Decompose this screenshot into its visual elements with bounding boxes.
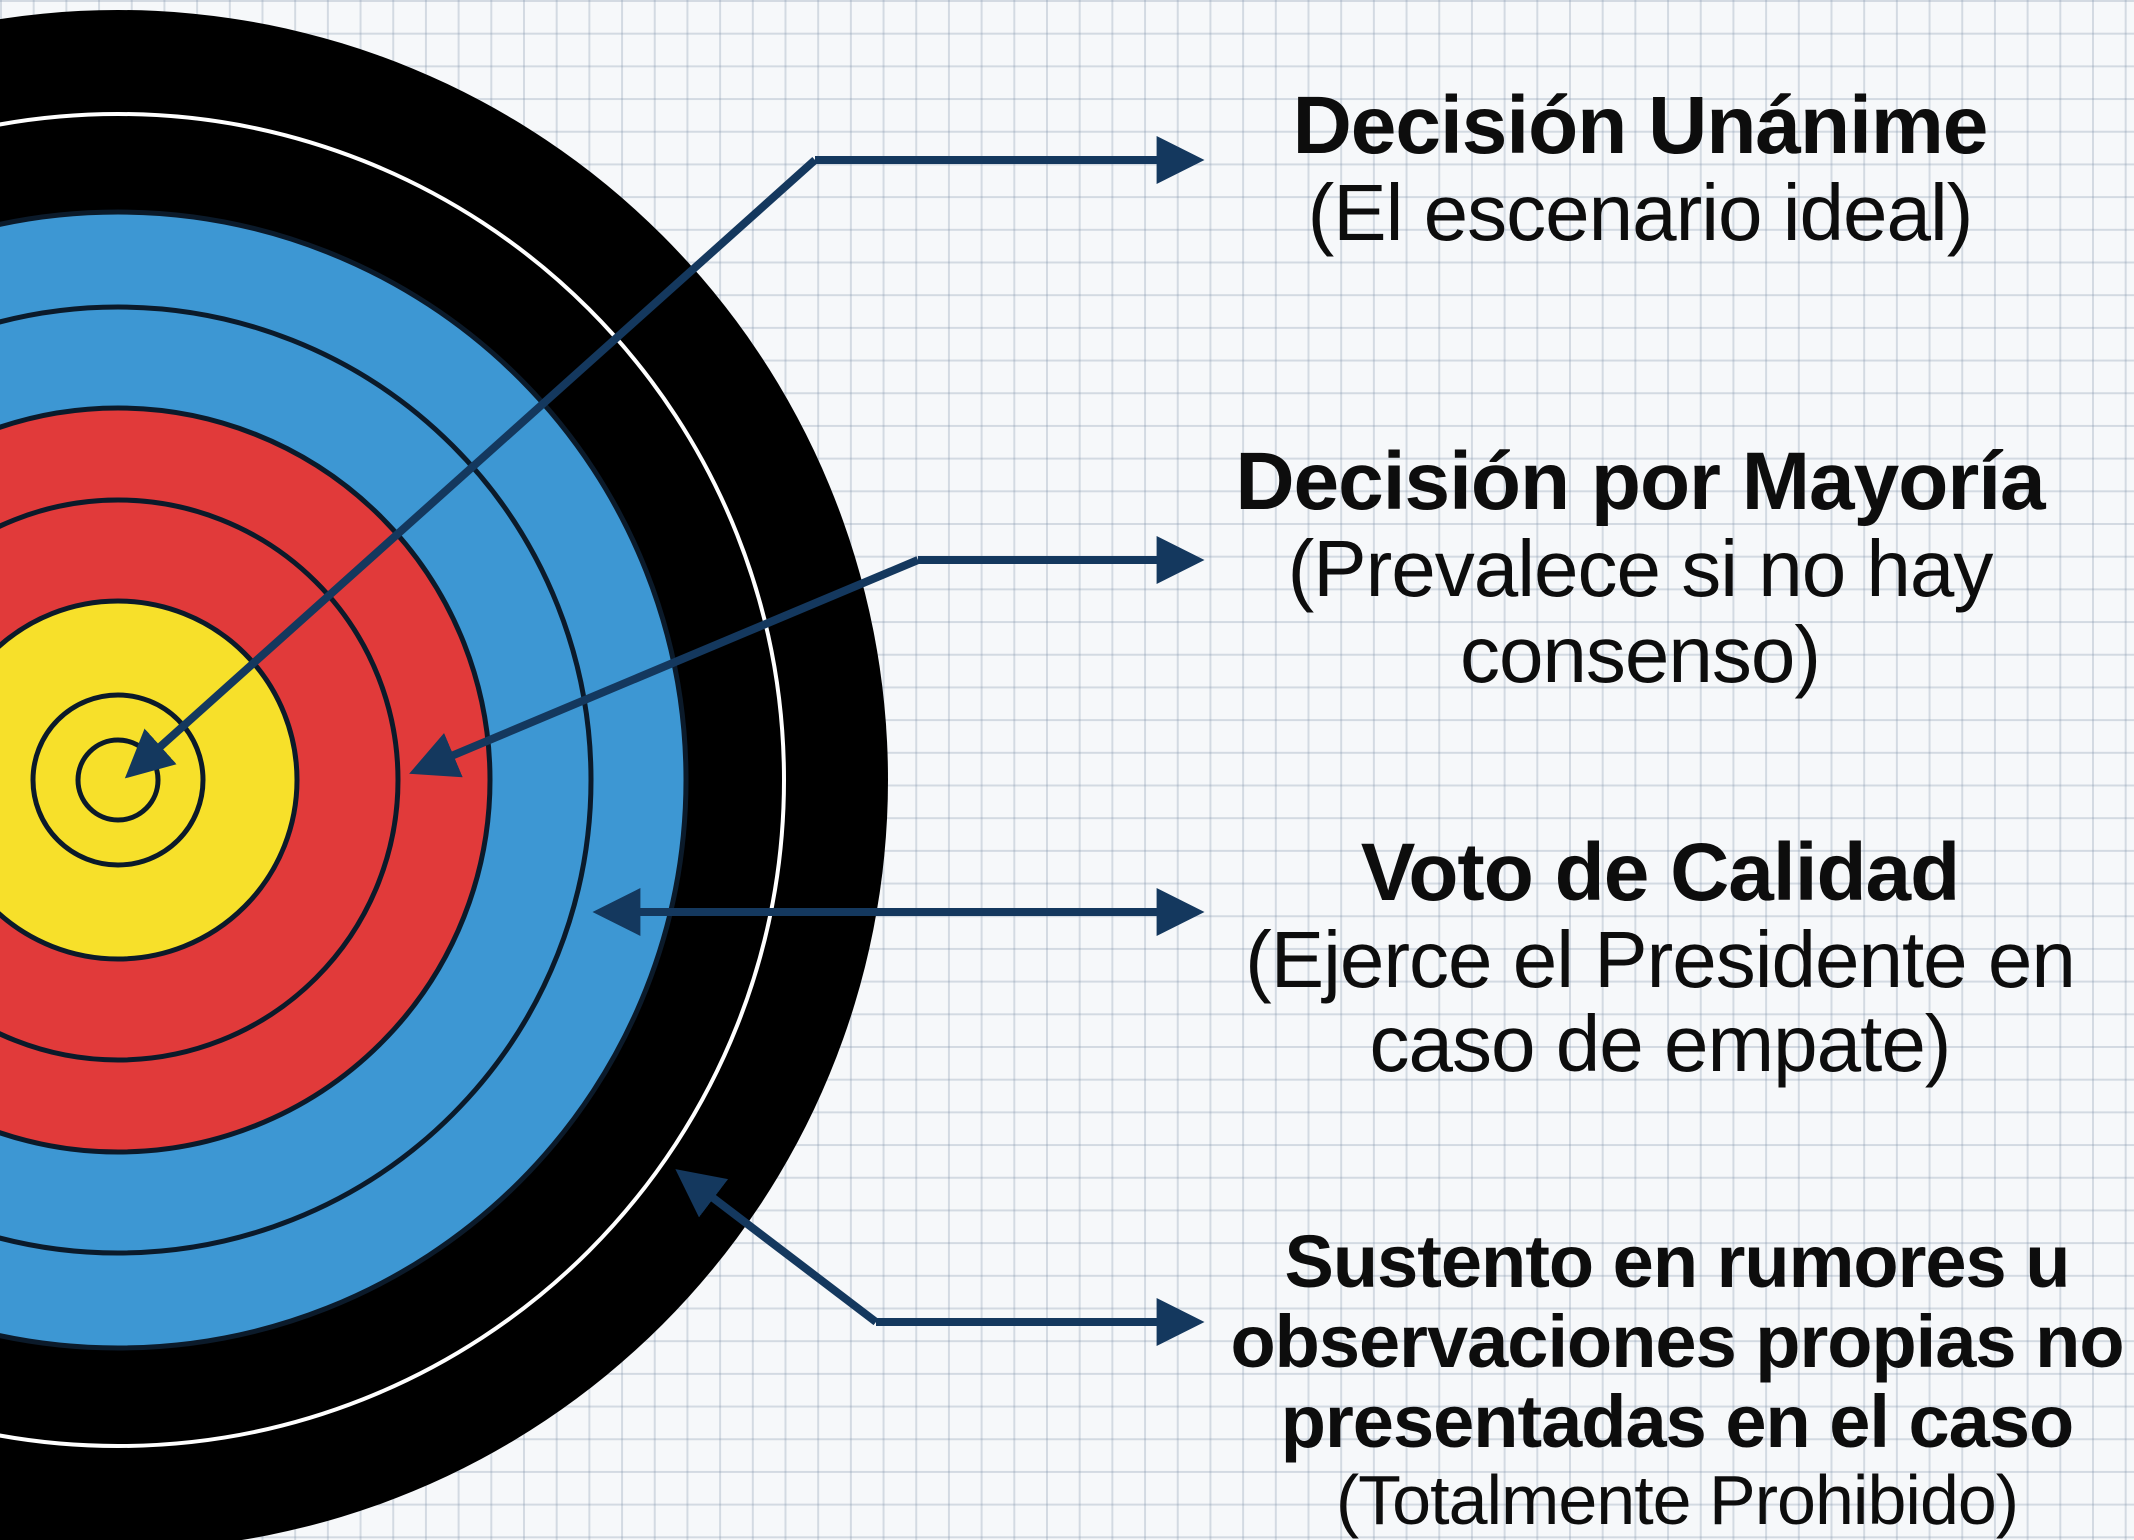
target-ring-white-separator — [0, 112, 786, 1448]
target-ring-red-inner-line — [0, 497, 401, 1063]
label-subtitle: (Ejerce el Presidente en caso de empate) — [1245, 915, 2076, 1088]
label-subtitle: (Prevalece si no hay consenso) — [1287, 524, 1994, 699]
target-board — [0, 10, 888, 1540]
label-voto-calidad: Voto de Calidad (Ejerce el Presidente en… — [1210, 828, 2110, 1086]
target-ring-blue-inner-line — [0, 304, 594, 1256]
arrow-sustento-rumores-pointer — [675, 1169, 879, 1326]
label-subtitle: (El escenario ideal) — [1307, 168, 1974, 257]
target-bullseye-ring — [75, 737, 161, 823]
arrow-decision-unanime-pointer — [124, 157, 818, 779]
label-title: Decisión por Mayoría — [1235, 436, 2045, 527]
arrow-decision-mayoria-pointer — [409, 556, 920, 778]
label-decision-mayoria: Decisión por Mayoría (Prevalece si no ha… — [1180, 438, 2100, 698]
target-ring-yellow-inner-line — [30, 692, 206, 868]
label-subtitle: (Totalmente Prohibido) — [1335, 1461, 2019, 1539]
connector-arrows — [124, 136, 1205, 1346]
label-decision-unanime: Decisión Unánime (El escenario ideal) — [1180, 82, 2100, 256]
label-title: Decisión Unánime — [1292, 80, 1989, 171]
label-title: Sustento en rumores u observaciones prop… — [1230, 1220, 2124, 1463]
label-sustento-rumores: Sustento en rumores u observaciones prop… — [1220, 1220, 2134, 1539]
label-title: Voto de Calidad — [1360, 827, 1961, 918]
